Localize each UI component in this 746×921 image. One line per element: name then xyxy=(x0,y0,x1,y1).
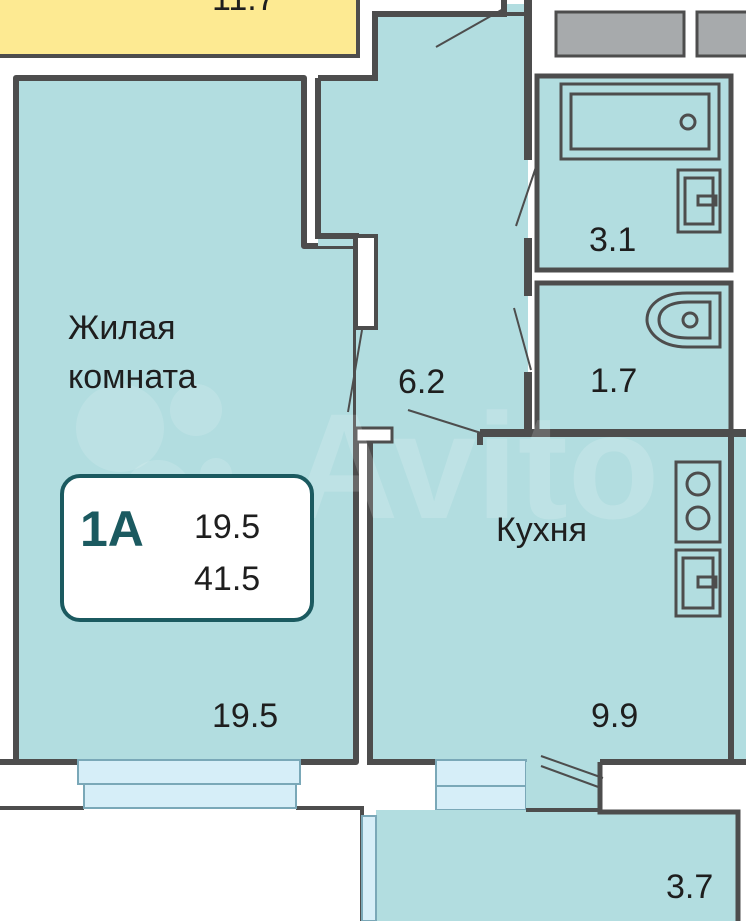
door-swing xyxy=(347,329,363,413)
door-swing xyxy=(540,755,604,779)
adjacent-room-area: 11.7 xyxy=(212,0,276,18)
balcony xyxy=(376,762,738,921)
wall xyxy=(367,440,436,765)
kitchen xyxy=(370,433,746,762)
bathroom xyxy=(534,73,734,273)
toilet-icon xyxy=(645,291,722,349)
bathroom-area: 3.1 xyxy=(589,221,636,259)
kitchen-area: 9.9 xyxy=(591,697,638,735)
bathtub-icon xyxy=(559,82,721,161)
door-jamb xyxy=(354,426,394,444)
wall xyxy=(296,806,364,921)
watermark: Avito xyxy=(76,382,659,550)
sink-icon xyxy=(674,548,722,618)
toilet-room xyxy=(534,280,734,436)
living-room-name: комната xyxy=(68,358,197,396)
adjacent-room xyxy=(0,0,360,58)
badge-code: 1A xyxy=(80,501,144,557)
watermark-text: Avito xyxy=(290,382,659,550)
living-room-area: 19.5 xyxy=(212,697,278,735)
cooktop-icon xyxy=(674,460,722,544)
washbasin-icon xyxy=(676,168,722,234)
door-swing xyxy=(540,765,602,789)
door-swing xyxy=(515,163,538,227)
neighbor-block xyxy=(695,10,746,58)
apartment-badge xyxy=(60,474,314,622)
window xyxy=(361,815,377,921)
door-swing xyxy=(513,307,532,371)
badge-total-area: 41.5 xyxy=(194,560,260,598)
badge-living-area: 19.5 xyxy=(194,508,260,546)
hallway-area: 6.2 xyxy=(398,363,445,401)
door-jamb xyxy=(354,234,378,330)
window xyxy=(83,783,297,809)
window xyxy=(77,759,301,785)
window xyxy=(435,759,527,787)
toilet-area: 1.7 xyxy=(590,362,637,400)
neighbor-block xyxy=(554,10,686,58)
kitchen-name: Кухня xyxy=(496,511,587,549)
door-swing xyxy=(407,409,482,434)
living-room-name: Жилая xyxy=(68,309,176,347)
balcony-area: 3.7 xyxy=(666,868,713,906)
door-swing xyxy=(435,7,506,48)
window xyxy=(435,785,527,811)
hallway xyxy=(318,4,528,443)
